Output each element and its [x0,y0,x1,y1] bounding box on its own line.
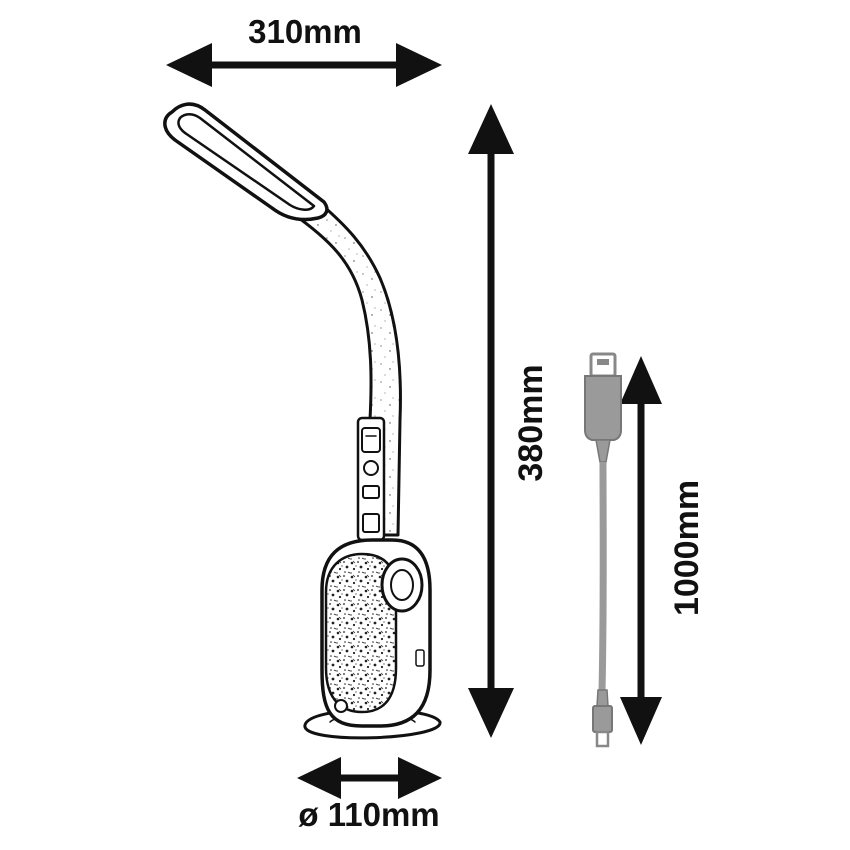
cable-label: 1000mm [668,480,706,616]
height-arrow-bottom [468,688,514,738]
cable-wire [598,461,607,693]
micro-usb-plug [592,705,613,733]
width-label: 310mm [248,13,362,50]
width-arrow-right [396,43,442,87]
cable-arrow-bottom [620,697,662,745]
width-dimension: 310mm [166,13,442,87]
arm-hinge-inner [390,569,414,601]
mode-button-icon [362,513,380,533]
base-label: ø 110mm [298,796,439,833]
brightness-button-icon [362,485,380,499]
display-icon [361,427,381,453]
usb-a-contacts [597,359,609,365]
cable-arrow-top [620,356,662,404]
base-dimension: ø 110mm [297,757,442,833]
height-label: 380mm [512,364,550,481]
desk-lamp-drawing [163,102,442,740]
base-side-button-icon [334,699,348,713]
cable-dimension: 1000mm [620,356,706,745]
usb-a-plug [584,375,622,441]
strain-relief-bottom [596,689,609,707]
base-arrow-right [398,757,442,799]
usb-cable [584,352,622,748]
width-arrow-left [166,43,212,87]
base-arrow-left [297,757,341,799]
lamp-head-light-panel [177,113,316,211]
usb-port-icon [415,649,425,667]
power-button-icon [363,460,379,476]
micro-usb-tip [595,730,610,748]
height-arrow-top [468,104,514,154]
height-dimension: 380mm [468,104,550,738]
strain-relief-top [595,439,611,463]
